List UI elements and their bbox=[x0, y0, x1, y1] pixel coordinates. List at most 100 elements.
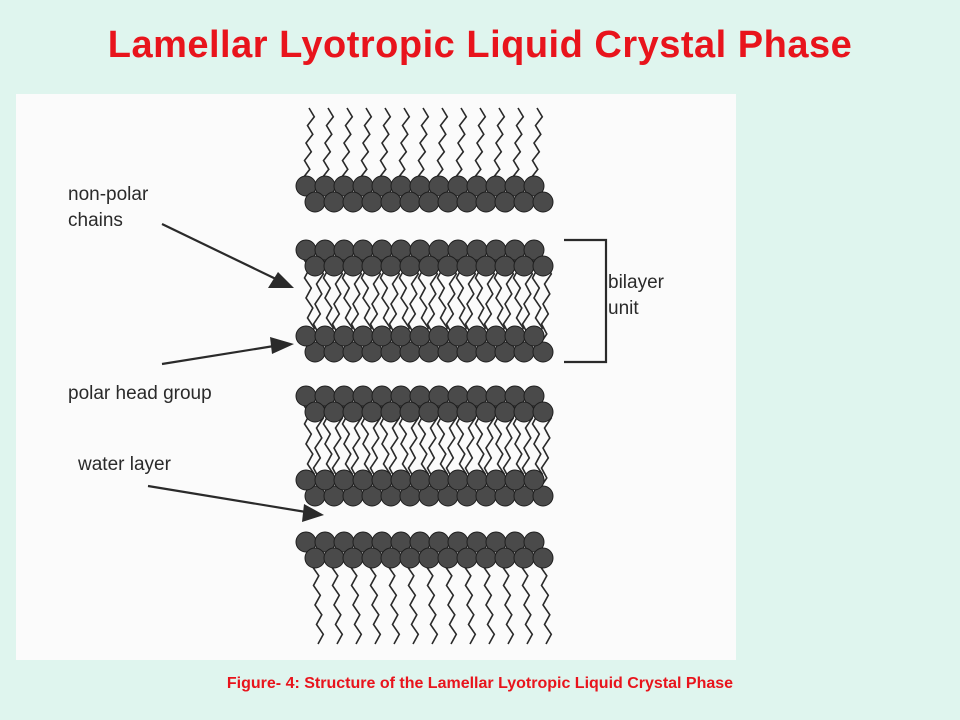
polar-head bbox=[494, 547, 516, 569]
nonpolar-chain bbox=[359, 107, 373, 179]
polar-head bbox=[380, 547, 402, 569]
polar-head bbox=[342, 547, 364, 569]
polar-head bbox=[475, 401, 497, 423]
polar-head bbox=[390, 469, 412, 491]
nonpolar-chain bbox=[539, 263, 553, 345]
polar-head bbox=[352, 325, 374, 347]
polar-head bbox=[466, 469, 488, 491]
polar-head bbox=[342, 401, 364, 423]
nonpolar-chain bbox=[520, 565, 534, 645]
nonpolar-chain bbox=[473, 107, 487, 179]
nonpolar-chain bbox=[311, 565, 325, 645]
polar-head bbox=[371, 325, 393, 347]
nonpolar-chain bbox=[539, 565, 553, 645]
polar-head bbox=[399, 255, 421, 277]
polar-head bbox=[361, 547, 383, 569]
polar-head bbox=[314, 469, 336, 491]
polar-head bbox=[409, 469, 431, 491]
polar-head bbox=[466, 325, 488, 347]
polar-head bbox=[390, 325, 412, 347]
polar-head bbox=[523, 385, 545, 407]
polar-head bbox=[418, 255, 440, 277]
polar-head bbox=[532, 255, 554, 277]
polar-head bbox=[475, 547, 497, 569]
polar-head bbox=[380, 255, 402, 277]
polar-head bbox=[361, 255, 383, 277]
label-bilayer-line1: bilayer bbox=[608, 272, 665, 293]
polar-head bbox=[380, 191, 402, 213]
polar-head bbox=[323, 547, 345, 569]
nonpolar-chain bbox=[397, 107, 411, 179]
nonpolar-chain bbox=[539, 407, 553, 489]
polar-head bbox=[399, 401, 421, 423]
polar-head bbox=[399, 547, 421, 569]
polar-head bbox=[380, 401, 402, 423]
nonpolar-chain bbox=[416, 107, 430, 179]
nonpolar-chain bbox=[482, 565, 496, 645]
nonpolar-chain bbox=[435, 107, 449, 179]
polar-head bbox=[456, 255, 478, 277]
polar-head bbox=[418, 547, 440, 569]
polar-head bbox=[304, 547, 326, 569]
bilayer-bracket bbox=[564, 238, 608, 364]
polar-head bbox=[513, 191, 535, 213]
polar-head bbox=[532, 401, 554, 423]
nonpolar-chain bbox=[406, 565, 420, 645]
nonpolar-chain bbox=[492, 107, 506, 179]
nonpolar-chain bbox=[330, 565, 344, 645]
lamellar-structure-diagram: non-polar chains polar head group water … bbox=[68, 107, 665, 645]
nonpolar-chain bbox=[302, 107, 316, 179]
polar-head bbox=[485, 469, 507, 491]
nonpolar-chain bbox=[368, 565, 382, 645]
polar-head bbox=[323, 401, 345, 423]
polar-head bbox=[523, 531, 545, 553]
nonpolar-chain bbox=[378, 107, 392, 179]
polar-head bbox=[494, 255, 516, 277]
polar-head bbox=[475, 255, 497, 277]
figure-caption: Figure- 4: Structure of the Lamellar Lyo… bbox=[226, 675, 734, 692]
polar-head bbox=[532, 191, 554, 213]
polar-head bbox=[523, 469, 545, 491]
polar-head bbox=[361, 401, 383, 423]
nonpolar-chain bbox=[340, 107, 354, 179]
arrow-nonpolar-chains bbox=[161, 223, 294, 288]
nonpolar-chain bbox=[321, 107, 335, 179]
figure-panel: non-polar chains polar head group water … bbox=[16, 94, 736, 660]
polar-head bbox=[295, 469, 317, 491]
polar-head bbox=[371, 469, 393, 491]
arrow-water-layer bbox=[147, 484, 324, 522]
polar-head bbox=[418, 401, 440, 423]
polar-head bbox=[532, 341, 554, 363]
polar-head bbox=[437, 191, 459, 213]
label-polar-head-group: polar head group bbox=[68, 383, 212, 404]
polar-head bbox=[342, 191, 364, 213]
slide-title: Lamellar Lyotropic Liquid Crystal Phase bbox=[107, 24, 853, 66]
label-nonpolar-line1: non-polar bbox=[68, 184, 149, 205]
polar-head bbox=[494, 401, 516, 423]
nonpolar-chain bbox=[501, 565, 515, 645]
polar-head bbox=[418, 191, 440, 213]
nonpolar-chain bbox=[444, 565, 458, 645]
polar-head bbox=[437, 255, 459, 277]
arrow-polar-head-group bbox=[161, 337, 294, 366]
polar-head bbox=[475, 191, 497, 213]
nonpolar-chain bbox=[530, 107, 544, 179]
polar-head bbox=[304, 401, 326, 423]
polar-head bbox=[523, 325, 545, 347]
label-water-layer: water layer bbox=[77, 454, 172, 475]
polar-head bbox=[323, 191, 345, 213]
polar-head bbox=[523, 175, 545, 197]
polar-head bbox=[504, 325, 526, 347]
polar-head bbox=[333, 325, 355, 347]
polar-head bbox=[504, 469, 526, 491]
label-nonpolar-line2: chains bbox=[68, 210, 123, 231]
polar-head bbox=[532, 547, 554, 569]
nonpolar-chain bbox=[387, 565, 401, 645]
polar-head bbox=[447, 469, 469, 491]
nonpolar-chain bbox=[425, 565, 439, 645]
polar-head bbox=[409, 325, 431, 347]
polar-head bbox=[447, 325, 469, 347]
molecule-layers bbox=[295, 107, 554, 645]
polar-head bbox=[532, 485, 554, 507]
polar-head bbox=[323, 255, 345, 277]
